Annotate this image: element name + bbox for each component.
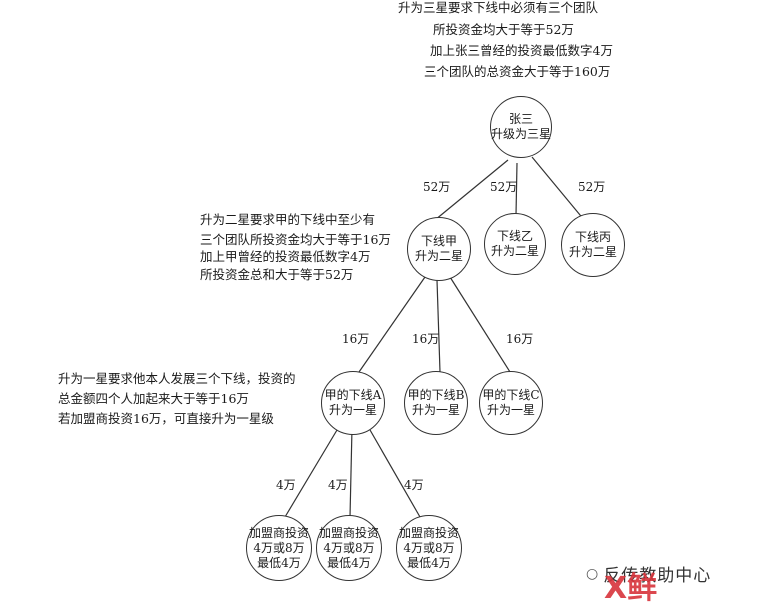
- annotation-low-line: 若加盟商投资16万，可直接升为一星级: [58, 411, 274, 426]
- edge-jia-b: [436, 279, 441, 373]
- node-label: 甲的下线A: [324, 388, 382, 402]
- node-label: 升为一星: [411, 403, 460, 417]
- node-label: 4万或8万: [253, 540, 305, 555]
- node-jia-xiaxian-c: 甲的下线C 升为一星: [479, 371, 543, 435]
- edge-label-52w: 52万: [423, 180, 451, 194]
- node-xiaxian-bing: 下线丙 升为二星: [561, 213, 625, 277]
- wechat-icon: ○: [586, 565, 599, 582]
- annotation-top-line: 三个团队的总资金大于等于160万: [424, 64, 611, 79]
- edge-a-f1: [284, 424, 341, 518]
- annotation-mid-line: 升为二星要求甲的下线中至少有: [200, 212, 376, 227]
- node-xiaxian-yi: 下线乙 升为二星: [484, 213, 546, 275]
- node-franchisee-2: 加盟商投资 4万或8万 最低4万: [316, 515, 382, 581]
- node-label: 升为二星: [414, 249, 463, 263]
- node-label: 4万或8万: [323, 540, 375, 555]
- node-label: 最低4万: [407, 555, 451, 570]
- edge-jia-a: [358, 276, 426, 373]
- watermark: ○ 反传教助中心: [586, 561, 712, 587]
- edge-a-f3: [365, 422, 421, 518]
- edge-label-52w: 52万: [578, 180, 606, 194]
- annotation-mid-line: 三个团队所投资金均大于等于16万: [200, 232, 391, 247]
- node-label: 加盟商投资: [248, 525, 309, 540]
- node-label: 张三: [508, 112, 533, 126]
- edge-label-16w: 16万: [412, 332, 440, 346]
- annotation-mid-line: 加上甲曾经的投资最低数字4万: [200, 249, 371, 264]
- annotation-low-line: 总金额四个人加起来大于等于16万: [58, 391, 249, 406]
- node-label: 下线乙: [496, 229, 533, 243]
- node-label: 最低4万: [327, 555, 371, 570]
- node-jia-xiaxian-a: 甲的下线A 升为一星: [321, 371, 385, 435]
- node-label: 加盟商投资: [318, 525, 379, 540]
- node-label: 最低4万: [257, 555, 301, 570]
- node-franchisee-3: 加盟商投资 4万或8万 最低4万: [396, 515, 462, 581]
- edge-zhangsan-bing: [531, 156, 586, 222]
- annotation-mid-line: 所投资金总和大于等于52万: [200, 267, 354, 282]
- node-label: 升为二星: [568, 245, 617, 259]
- edge-label-16w: 16万: [506, 332, 534, 346]
- edge-zhangsan-yi: [515, 162, 518, 216]
- edge-zhangsan-jia: [434, 159, 509, 221]
- node-jia-xiaxian-b: 甲的下线B 升为一星: [404, 371, 468, 435]
- node-label: 4万或8万: [403, 540, 455, 555]
- annotation-top-line: 升为三星要求下线中必须有三个团队: [398, 0, 599, 15]
- edge-a-f2: [349, 427, 353, 518]
- annotation-low-line: 升为一星要求他本人发展三个下线，投资的: [58, 371, 296, 386]
- edge-label-52w: 52万: [490, 180, 518, 194]
- node-franchisee-1: 加盟商投资 4万或8万 最低4万: [246, 515, 312, 581]
- node-label: 下线甲: [420, 234, 457, 248]
- node-label: 甲的下线B: [407, 388, 465, 402]
- node-zhangsan: 张三 升级为三星: [490, 96, 552, 158]
- edge-label-4w: 4万: [276, 478, 296, 492]
- node-label: 升为二星: [490, 244, 539, 258]
- watermark-logo: X鲜: [604, 571, 658, 606]
- node-label: 甲的下线C: [482, 388, 540, 402]
- edge-label-16w: 16万: [342, 332, 370, 346]
- node-label: 下线丙: [574, 230, 611, 244]
- annotation-top-line: 所投资金均大于等于52万: [433, 22, 574, 37]
- edge-label-4w: 4万: [404, 478, 424, 492]
- edge-label-4w: 4万: [328, 478, 348, 492]
- node-label: 升为一星: [486, 403, 535, 417]
- annotation-top-line: 加上张三曾经的投资最低数字4万: [430, 43, 613, 58]
- node-label: 加盟商投资: [398, 525, 459, 540]
- watermark-text: 反传教助中心: [603, 566, 712, 586]
- node-xiaxian-jia: 下线甲 升为二星: [407, 217, 471, 281]
- node-label: 升为一星: [328, 403, 377, 417]
- node-label: 升级为三星: [491, 127, 552, 141]
- edge-jia-c: [449, 276, 511, 373]
